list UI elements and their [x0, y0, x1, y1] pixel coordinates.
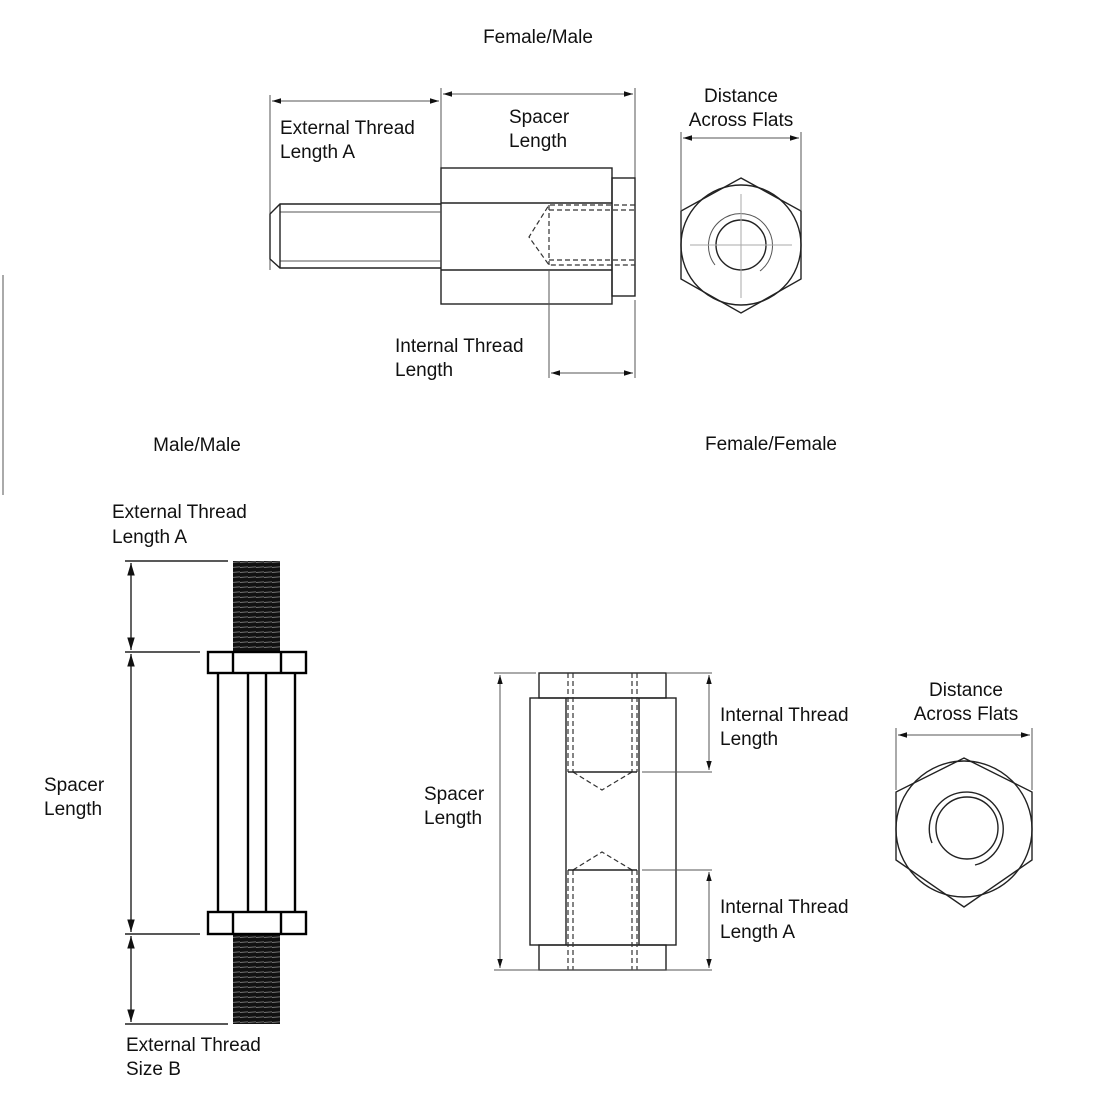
- mm-external-thread-label-2: Length A: [112, 527, 187, 548]
- bottom-thread: [233, 934, 280, 1024]
- internal-thread-label-1: Internal Thread: [395, 336, 524, 357]
- hex-spacer-body: [206, 650, 308, 936]
- external-thread-label-2: Length A: [280, 142, 355, 163]
- male-male-title: Male/Male: [153, 435, 241, 456]
- ff-hex-body: [529, 697, 677, 946]
- threaded-stud: [269, 203, 441, 269]
- male-male-drawing: Male/Male External Thread Length A Space…: [44, 435, 308, 1080]
- across-flats-label-1: Distance: [704, 86, 778, 107]
- ff-hex-end-view: [895, 757, 1033, 908]
- hex-body: [440, 167, 613, 305]
- female-male-drawing: Female/Male External Thread Length A Spa…: [269, 27, 802, 381]
- mm-external-thread-label-1: External Thread: [112, 502, 247, 523]
- mm-thread-size-label-2: Size B: [126, 1059, 181, 1080]
- top-thread: [233, 561, 280, 652]
- internal-thread-label-2: Length: [395, 360, 453, 381]
- hex-end-view: [680, 177, 802, 314]
- mm-thread-size-label-1: External Thread: [126, 1035, 261, 1056]
- ff-internal-thread-label-1: Internal Thread: [720, 705, 849, 726]
- ff-internal-thread-a-label-1: Internal Thread: [720, 897, 849, 918]
- ff-internal-bores: [567, 673, 638, 970]
- female-male-title: Female/Male: [483, 27, 593, 48]
- internal-bore: [528, 204, 635, 266]
- ff-internal-thread-a-label-2: Length A: [720, 922, 795, 943]
- female-female-drawing: Female/Female Spacer Length Internal Thr…: [424, 434, 1033, 971]
- spacer-length-label-1: Spacer: [509, 107, 570, 128]
- ff-internal-thread-label-2: Length: [720, 729, 778, 750]
- female-female-title: Female/Female: [705, 434, 837, 455]
- ff-across-flats-label-1: Distance: [929, 680, 1003, 701]
- across-flats-label-2: Across Flats: [689, 110, 794, 131]
- ff-spacer-label-2: Length: [424, 808, 482, 829]
- external-thread-label-1: External Thread: [280, 118, 415, 139]
- ff-across-flats-label-2: Across Flats: [914, 704, 1019, 725]
- ff-spacer-label-1: Spacer: [424, 784, 485, 805]
- mm-spacer-label-1: Spacer: [44, 775, 105, 796]
- spacer-length-label-2: Length: [509, 131, 567, 152]
- mm-spacer-label-2: Length: [44, 799, 102, 820]
